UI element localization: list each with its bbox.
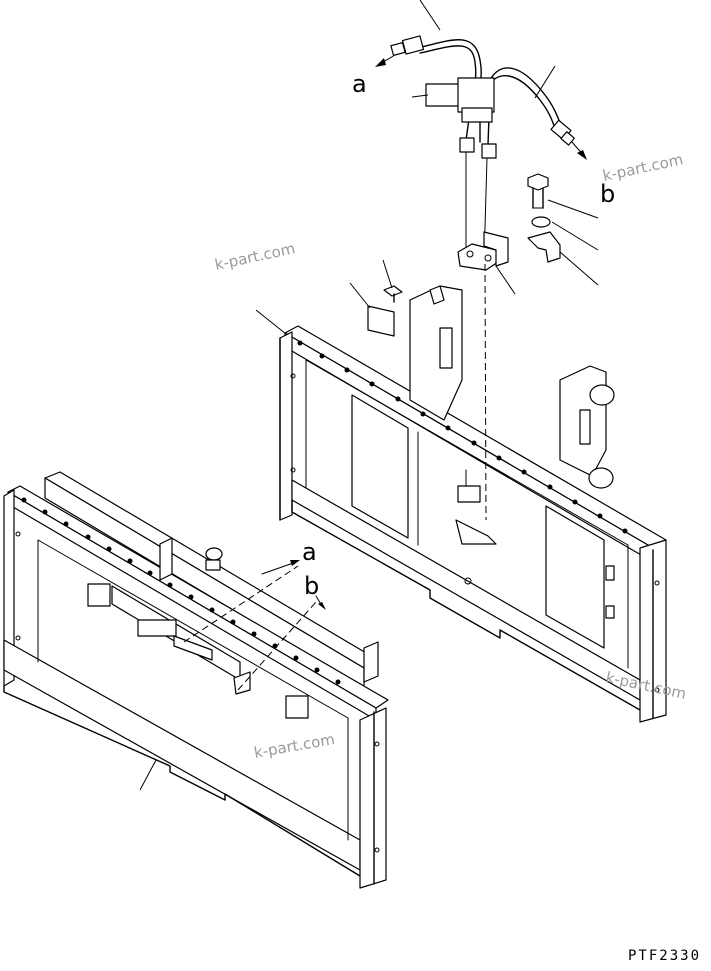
bolt	[527, 173, 549, 191]
fork-frame	[3, 471, 389, 889]
hose-fitting-left	[401, 35, 425, 55]
watermark-4: k-part.com	[253, 730, 337, 762]
screw-and-plate	[349, 259, 403, 337]
name-plate	[367, 305, 395, 337]
label-a-top: a	[352, 70, 367, 98]
washer	[531, 216, 551, 228]
carriage-frame	[255, 285, 667, 723]
label-b-top: b	[600, 180, 615, 208]
drawing-code: PTF2330	[628, 948, 701, 964]
hose-clamp-band	[425, 83, 463, 107]
hose-end-fitting-1	[459, 137, 475, 153]
watermark-2: k-part.com	[213, 239, 297, 274]
watermark-1: k-part.com	[601, 150, 685, 185]
hose-right	[489, 67, 563, 129]
hose-end-fitting-2	[481, 143, 497, 159]
pipe-clamp	[527, 231, 561, 263]
label-b-front: b	[304, 572, 319, 600]
bolt-washer-clamp	[527, 173, 599, 286]
label-a-front: a	[302, 538, 317, 566]
hydraulic-hose-assembly: a b	[352, 0, 615, 208]
screw	[383, 285, 403, 297]
hose-bracket	[457, 231, 516, 295]
